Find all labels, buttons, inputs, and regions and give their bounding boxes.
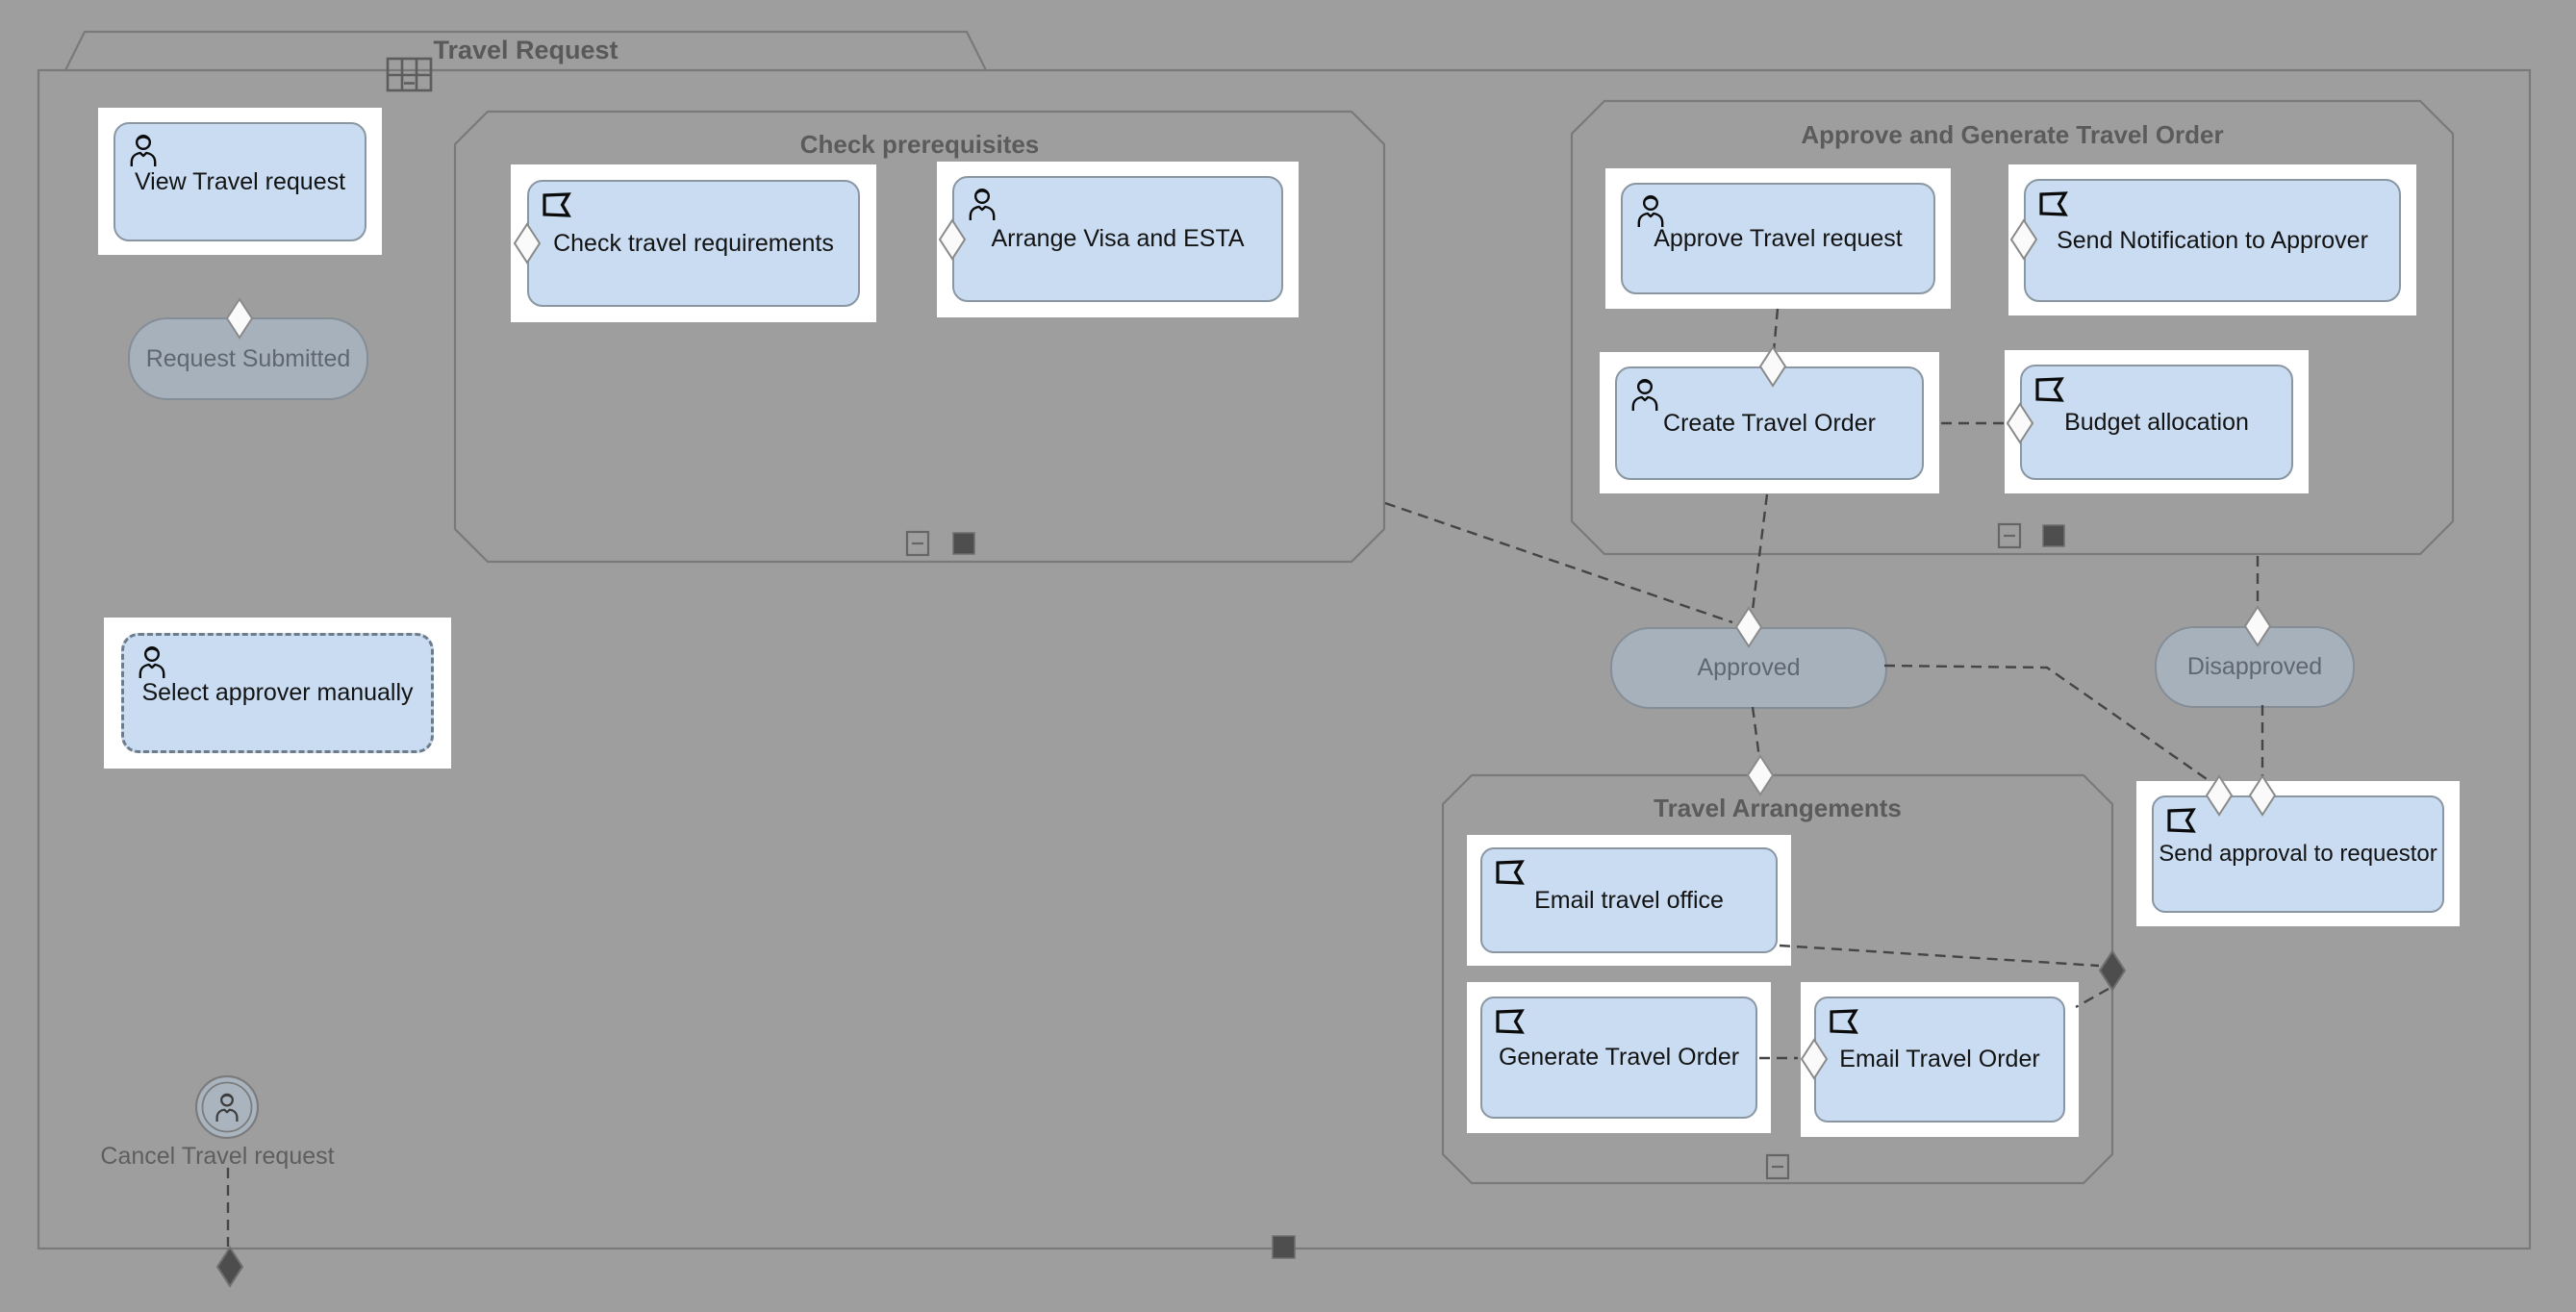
task-shape: Send Notification to Approver [2024, 179, 2401, 302]
stage-title-check-prerequisites: Check prerequisites [799, 130, 1040, 159]
collapse-marker[interactable] [1997, 522, 2022, 549]
task-label: Budget allocation [2064, 408, 2249, 436]
entry-criterion-diamond[interactable] [2243, 605, 2272, 647]
task-label: Arrange Visa and ESTA [991, 225, 1245, 252]
milestone-request-submitted[interactable]: Request Submitted [128, 317, 368, 400]
process-task-icon [1496, 860, 1525, 885]
task-label: Send Notification to Approver [2057, 226, 2368, 254]
entry-criterion-diamond[interactable] [2006, 402, 2034, 444]
case-title: Travel Request [433, 36, 619, 64]
task-arrange-visa-esta[interactable]: Arrange Visa and ESTA [937, 162, 1299, 317]
task-shape: Arrange Visa and ESTA [952, 176, 1283, 302]
task-email-travel-order[interactable]: Email Travel Order [1801, 982, 2079, 1137]
task-label: Approve Travel request [1654, 224, 1903, 252]
process-task-icon [1496, 1009, 1525, 1034]
task-label: Email travel office [1534, 886, 1724, 914]
task-check-travel-requirements[interactable]: Check travel requirements [511, 164, 876, 322]
process-task-icon [1830, 1009, 1858, 1034]
process-task-icon [2035, 377, 2064, 402]
process-task-icon [2039, 191, 2068, 216]
entry-criterion-diamond[interactable] [2248, 774, 2277, 817]
process-task-icon [2167, 808, 2196, 833]
entry-criterion-diamond[interactable] [938, 218, 967, 261]
task-label: Select approver manually [141, 679, 414, 706]
task-shape: View Travel request [114, 122, 366, 241]
task-shape: Check travel requirements [527, 180, 860, 307]
entry-criterion-diamond[interactable] [225, 297, 254, 340]
event-cancel-travel-request[interactable] [194, 1074, 260, 1140]
task-label: Check travel requirements [553, 229, 834, 257]
task-generate-travel-order[interactable]: Generate Travel Order [1467, 982, 1771, 1133]
human-event-icon [215, 1093, 239, 1122]
task-label: Create Travel Order [1663, 409, 1876, 437]
event-label: Cancel Travel request [100, 1143, 335, 1170]
autocomplete-marker [2042, 524, 2065, 547]
autocomplete-marker [1272, 1235, 1296, 1259]
task-email-travel-office[interactable]: Email travel office [1467, 835, 1791, 966]
autocomplete-marker [952, 532, 975, 555]
stage-title-travel-arrangements: Travel Arrangements [1654, 794, 1902, 822]
task-label: Email Travel Order [1839, 1046, 2040, 1072]
task-send-notification-approver[interactable]: Send Notification to Approver [2008, 164, 2416, 315]
task-budget-allocation[interactable]: Budget allocation [2005, 350, 2309, 493]
process-task-icon [543, 192, 571, 217]
task-label: Send approval to requestor [2159, 841, 2437, 867]
task-view-travel-request[interactable]: View Travel request [98, 108, 382, 255]
task-shape: Email Travel Order [1814, 997, 2065, 1123]
entry-criterion-diamond[interactable] [1734, 606, 1763, 648]
entry-criterion-diamond[interactable] [2009, 218, 2038, 261]
stage-check-prerequisites[interactable] [453, 110, 1386, 564]
entry-criterion-diamond[interactable] [1800, 1038, 1829, 1080]
entry-criterion-diamond[interactable] [1758, 345, 1787, 388]
task-shape: Send approval to requestor [2152, 795, 2444, 913]
entry-criterion-diamond[interactable] [2205, 774, 2234, 817]
planning-table-icon[interactable] [386, 57, 433, 92]
milestone-label: Approved [1697, 654, 1801, 681]
collapse-marker[interactable] [1765, 1153, 1790, 1180]
task-shape: Select approver manually [121, 633, 434, 753]
exit-criterion-diamond[interactable] [215, 1246, 244, 1288]
entry-criterion-diamond[interactable] [513, 222, 542, 265]
milestone-label: Request Submitted [145, 344, 351, 372]
task-select-approver-manually[interactable]: Select approver manually [104, 618, 451, 769]
human-task-icon [1631, 378, 1658, 411]
collapse-marker[interactable] [905, 530, 930, 557]
task-shape: Create Travel Order [1615, 366, 1924, 480]
task-shape: Budget allocation [2020, 365, 2293, 480]
stage-travel-arrangements[interactable] [1441, 773, 2114, 1185]
task-shape: Approve Travel request [1621, 183, 1935, 294]
milestone-label: Disapproved [2186, 653, 2323, 680]
human-task-icon [969, 188, 996, 220]
exit-criterion-diamond[interactable] [2098, 949, 2127, 992]
stage-title-approve-generate: Approve and Generate Travel Order [1801, 120, 2224, 149]
case-plan-tab[interactable] [63, 30, 988, 72]
task-shape: Generate Travel Order [1480, 997, 1757, 1119]
task-shape: Email travel office [1480, 847, 1778, 953]
human-task-icon [130, 134, 157, 166]
task-label: View Travel request [134, 167, 346, 195]
stage-approve-generate[interactable] [1570, 99, 2455, 556]
human-task-icon [1637, 194, 1664, 227]
entry-criterion-diamond[interactable] [1746, 754, 1775, 796]
human-task-icon [139, 645, 165, 678]
task-send-approval-requestor[interactable]: Send approval to requestor [2136, 781, 2460, 926]
task-approve-travel-request[interactable]: Approve Travel request [1605, 168, 1951, 309]
task-label: Generate Travel Order [1498, 1044, 1740, 1071]
